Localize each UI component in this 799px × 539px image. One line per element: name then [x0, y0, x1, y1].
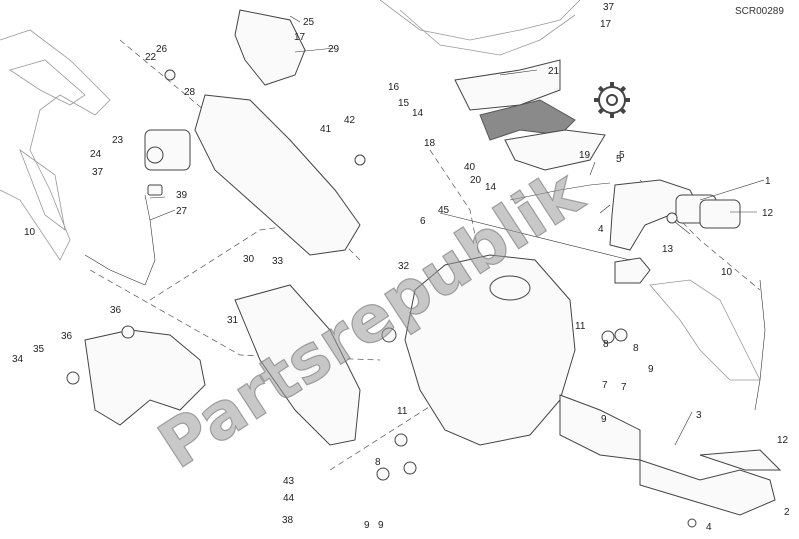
- callout-15: 15: [398, 98, 410, 109]
- callout-9: 9: [648, 364, 654, 375]
- callout-45: 45: [438, 205, 450, 216]
- callout-37: 37: [92, 167, 104, 178]
- callout-7: 7: [602, 380, 608, 391]
- callout-38: 38: [282, 515, 294, 526]
- heat-shield-upper: [234, 9, 306, 86]
- gear-icon: [594, 82, 630, 118]
- callout-22: 22: [145, 52, 157, 63]
- callout-43: 43: [283, 476, 295, 487]
- callout-5: 5: [616, 154, 622, 165]
- callout-14: 14: [485, 182, 497, 193]
- hardware: [66, 69, 697, 528]
- callout-36: 36: [110, 305, 122, 316]
- callout-8: 8: [633, 343, 639, 354]
- callout-39: 39: [176, 190, 188, 201]
- callout-2: 2: [784, 507, 790, 518]
- callout-17: 17: [294, 32, 306, 43]
- callout-30: 30: [243, 254, 255, 265]
- callout-27: 27: [176, 206, 188, 217]
- callout-34: 34: [12, 354, 24, 365]
- callout-11: 11: [397, 406, 408, 417]
- callout-8: 8: [603, 339, 609, 350]
- callout-36: 36: [61, 331, 73, 342]
- callout-37: 37: [603, 2, 615, 13]
- callout-29: 29: [328, 44, 340, 55]
- callout-1: 1: [765, 176, 771, 187]
- heat-shield-insert: [454, 59, 606, 171]
- callout-21: 21: [548, 66, 560, 77]
- heat-shield-main: [194, 94, 361, 256]
- exhaust-clamp: [614, 257, 651, 284]
- callout-33: 33: [272, 256, 284, 267]
- callout-11: 11: [575, 321, 586, 332]
- callout-28: 28: [184, 87, 196, 98]
- callout-4: 4: [598, 224, 604, 235]
- callout-40: 40: [464, 162, 476, 173]
- callout-8: 8: [375, 457, 381, 468]
- callout-42: 42: [344, 115, 356, 126]
- heat-shield-lower: [234, 284, 361, 446]
- callout-10: 10: [721, 267, 733, 278]
- callout-17: 17: [600, 19, 612, 30]
- callout-5: 5: [619, 150, 625, 161]
- callout-41: 41: [320, 124, 332, 135]
- leader-lines: [149, 15, 765, 446]
- callout-4: 4: [706, 522, 712, 533]
- callout-9: 9: [378, 520, 384, 531]
- callout-26: 26: [156, 44, 168, 55]
- callout-44: 44: [283, 493, 295, 504]
- footpeg-bracket: [84, 329, 206, 426]
- callout-12: 12: [777, 435, 789, 446]
- callout-3: 3: [696, 410, 702, 421]
- callout-20: 20: [470, 175, 482, 186]
- muffler: [404, 254, 641, 461]
- callout-14: 14: [412, 108, 424, 119]
- callout-13: 13: [662, 244, 674, 255]
- callout-32: 32: [398, 261, 410, 272]
- callout-24: 24: [90, 149, 102, 160]
- callout-9: 9: [601, 414, 607, 425]
- callout-7: 7: [621, 382, 627, 393]
- callout-31: 31: [227, 315, 239, 326]
- callout-19: 19: [579, 150, 591, 161]
- callout-6: 6: [420, 216, 426, 227]
- exhaust-pipes: [509, 179, 782, 516]
- callout-12: 12: [762, 208, 774, 219]
- callout-16: 16: [388, 82, 400, 93]
- callout-18: 18: [424, 138, 436, 149]
- callout-35: 35: [33, 344, 45, 355]
- callout-10: 10: [24, 227, 36, 238]
- callout-9: 9: [364, 520, 370, 531]
- diagram-code: SCR00289: [735, 6, 784, 17]
- callout-25: 25: [303, 17, 315, 28]
- exhaust-valve-actuator: [84, 129, 191, 286]
- callout-23: 23: [112, 135, 124, 146]
